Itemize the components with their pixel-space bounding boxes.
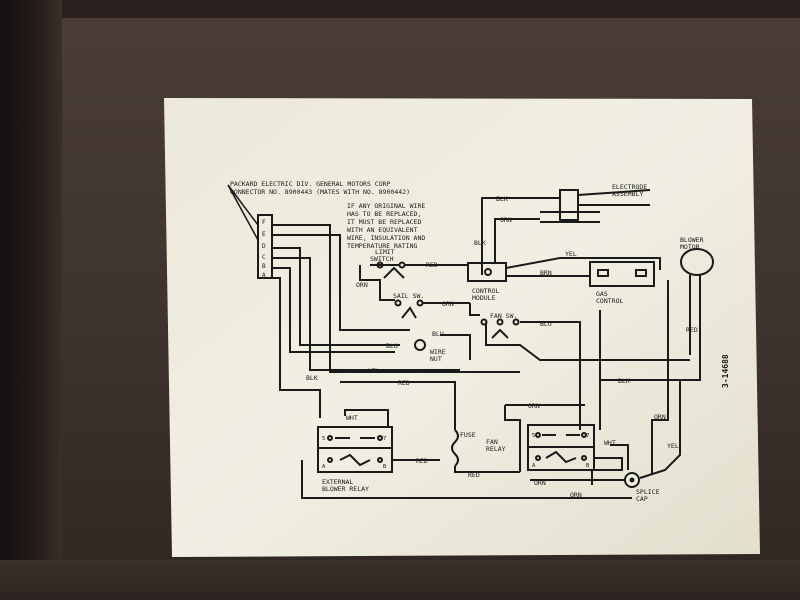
wire-label: BLU xyxy=(540,320,552,328)
wire-label: RED xyxy=(468,471,480,479)
external-blower-relay-label: BLOWER RELAY xyxy=(322,485,369,493)
wire-label: BLU xyxy=(386,342,398,350)
terminal-label: A xyxy=(532,463,536,469)
control-module-label: MODULE xyxy=(472,294,496,302)
wire-label: BLU xyxy=(432,330,444,338)
cabinet-top-edge xyxy=(0,0,800,18)
note-line: IF ANY ORIGINAL WIRE xyxy=(347,202,425,210)
terminal-label: 7 xyxy=(586,433,589,439)
pin-label: D xyxy=(262,243,266,250)
wire-label: BLK xyxy=(306,374,318,382)
gas-control-label: CONTROL xyxy=(596,297,623,305)
component-labels: LIMIT SWITCH SAIL SW. FAN SW. CONTROL MO… xyxy=(322,183,704,503)
wire-label: WHT xyxy=(604,439,616,447)
wire-label: ORN xyxy=(528,402,540,410)
cabinet-bottom-edge xyxy=(0,560,800,600)
wire-nut-label: WIRE xyxy=(430,348,446,356)
sail-switch-label: SAIL SW. xyxy=(393,292,424,300)
part-number: 3-14688 xyxy=(721,354,730,388)
fan-relay-label: RELAY xyxy=(486,445,506,453)
wire-label: BRN xyxy=(540,269,552,277)
pin-label: A xyxy=(262,272,266,279)
wire-label: YEL xyxy=(368,367,380,375)
wire-label: BLK xyxy=(474,239,486,247)
wire-label: ORN xyxy=(356,281,368,289)
wire-nut-label: NUT xyxy=(430,355,442,363)
note-line: HAS TO BE REPLACED, xyxy=(347,210,421,218)
note-line: WIRE, INSULATION AND xyxy=(347,234,425,242)
note-line: WITH AN EQUIVALENT xyxy=(347,226,418,234)
gas-control-label: GAS xyxy=(596,290,608,298)
note-line: CONNECTOR NO. 8900443 (MATES WITH NO. 89… xyxy=(230,188,410,196)
note-line: IT MUST BE REPLACED xyxy=(347,218,421,226)
wire-label: ORN xyxy=(570,491,582,499)
note-line: PACKARD ELECTRIC DIV. GENERAL MOTORS COR… xyxy=(230,180,391,188)
wire-label: YEL xyxy=(565,250,577,258)
fan-switch-label: FAN SW. xyxy=(490,312,517,320)
wire-label: BLK xyxy=(496,195,508,203)
replace-note: IF ANY ORIGINAL WIRE HAS TO BE REPLACED,… xyxy=(347,202,425,250)
wire-label: ORN xyxy=(654,413,666,421)
pin-label: B xyxy=(262,263,266,270)
fuse-label: FUSE xyxy=(460,431,476,439)
wire-label: YEL xyxy=(667,442,679,450)
wire-traces xyxy=(227,184,714,499)
limit-switch-label: LIMIT xyxy=(375,248,395,256)
wire-label: RED xyxy=(426,261,438,269)
pin-label: F xyxy=(262,219,266,226)
splice-cap-label: CAP xyxy=(636,495,648,503)
control-module-label: CONTROL xyxy=(472,287,499,295)
connector-note: PACKARD ELECTRIC DIV. GENERAL MOTORS COR… xyxy=(230,180,410,196)
splice-cap-label: SPLICE xyxy=(636,488,660,496)
wire-label: ORN xyxy=(442,300,454,308)
wire-label: WHT xyxy=(346,414,358,422)
pin-label: E xyxy=(262,231,266,238)
terminal-label: 5 xyxy=(322,436,325,442)
connector-pin-letters: F E D C B A xyxy=(262,219,266,279)
wire-label: ORN xyxy=(500,216,512,224)
terminal-label: A xyxy=(322,464,326,470)
blower-motor-label: BLOWER xyxy=(680,236,704,244)
terminal-label: 7 xyxy=(383,436,386,442)
wire-label: RED xyxy=(416,457,428,465)
relay-terminal-labels: 5 7 A B 5 7 A B xyxy=(322,433,590,470)
fan-relay-label: FAN xyxy=(486,438,498,446)
wire-label: ORN xyxy=(534,479,546,487)
limit-switch-label: SWITCH xyxy=(370,255,394,263)
paper-sheet xyxy=(164,98,760,557)
splice-cap xyxy=(624,472,640,488)
wire-colour-labels: BLK ORN BLK YEL RED BRN ORN ORN BLU BLU … xyxy=(306,195,698,499)
external-blower-relay-label: EXTERNAL xyxy=(322,478,353,486)
pin-label: C xyxy=(262,254,266,261)
terminal-label: 5 xyxy=(532,433,535,439)
wire-label: BLK xyxy=(618,377,630,385)
cabinet-left-edge xyxy=(0,0,62,600)
note-line: TEMPERATURE RATING xyxy=(347,242,418,250)
connector-block xyxy=(257,214,273,279)
terminal-label: B xyxy=(586,463,590,469)
wire-label: RED xyxy=(686,326,698,334)
electrode-assembly-label: ASSEMBLY xyxy=(612,190,643,198)
terminal-label: B xyxy=(383,464,387,470)
electrode-assembly-label: ELECTRODE xyxy=(612,183,647,191)
blower-motor-label: MOTOR xyxy=(680,243,700,251)
wire-label: RED xyxy=(398,379,410,387)
